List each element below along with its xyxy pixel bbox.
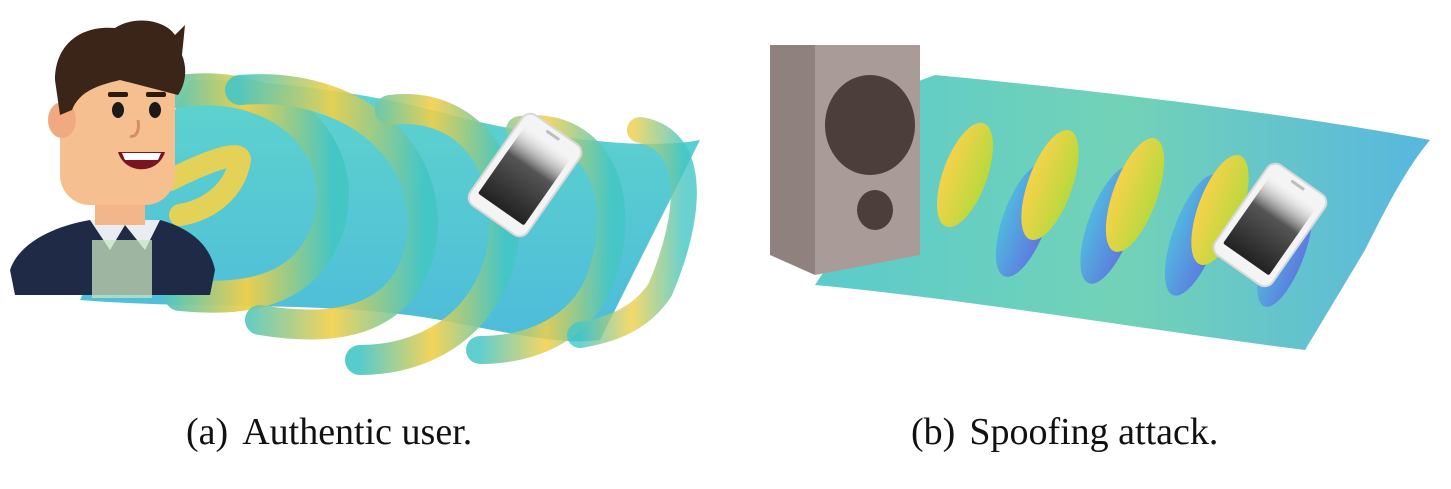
person-avatar <box>10 20 215 298</box>
smartphone-icon <box>467 112 583 238</box>
wave-peak <box>937 122 993 228</box>
wave-ridge-4 <box>466 115 626 364</box>
caption-label: Spoofing attack. <box>969 411 1219 453</box>
wave-ridge-2 <box>225 74 439 340</box>
wave-peak <box>1191 154 1249 266</box>
wave-ridge-5 <box>567 117 697 348</box>
panel-spoofing-attack: (b) Spoofing attack. <box>725 0 1451 489</box>
authentic-user-illustration <box>10 20 700 375</box>
hair <box>55 20 186 116</box>
wave-peak <box>1105 138 1165 252</box>
caption-authentic-user: (a) Authentic user. <box>186 410 472 454</box>
smartphone-icon <box>1212 162 1328 288</box>
caption-tag: (a) <box>186 411 229 453</box>
wave-inner-ridge <box>159 145 252 226</box>
spoofing-attack-illustration <box>770 45 1430 350</box>
caption-label: Authentic user. <box>242 411 473 453</box>
wave-ridge-3 <box>345 94 520 375</box>
wave-peak <box>1021 129 1079 241</box>
face <box>60 65 175 205</box>
panel-authentic-user: (a) Authentic user. <box>0 0 725 489</box>
caption-spoofing-attack: (b) Spoofing attack. <box>911 410 1218 454</box>
speaker-icon <box>770 45 920 275</box>
caption-tag: (b) <box>911 411 956 453</box>
